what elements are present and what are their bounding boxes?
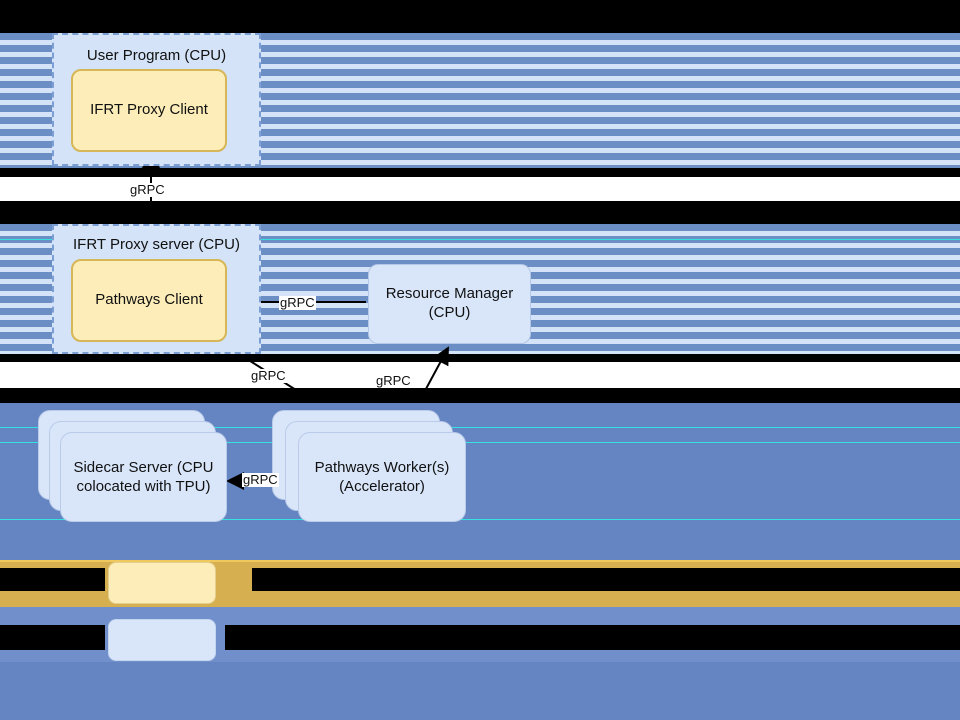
black-band-3 [0,354,960,362]
node-sidecar-server-stack[interactable]: Sidecar Server (CPU colocated with TPU) [38,410,228,522]
edge-label-sidecar-to-pathways-client: gRPC [250,368,287,384]
edge-label-worker-to-rm: gRPC [375,373,412,389]
node-sidecar-server-line2: colocated with TPU) [76,478,211,495]
legend-swatch-yellow [108,562,216,604]
white-band-2 [0,362,960,388]
node-ifrt-proxy-client-label: IFRT Proxy Client [90,101,208,119]
node-pathways-workers-line1: Pathways Worker(s) [314,458,450,476]
black-band-2 [0,201,960,224]
node-resource-manager-line2: (CPU) [428,304,471,321]
node-resource-manager[interactable]: Resource Manager (CPU) [368,264,531,344]
node-pathways-workers-line2: (Accelerator) [339,478,425,495]
group-ifrt-proxy-server-title: IFRT Proxy server (CPU) [73,236,240,253]
node-pathways-workers-stack[interactable]: Pathways Worker(s) (Accelerator) [272,410,467,522]
black-band-top [0,0,960,33]
black-band-4 [0,388,960,403]
black-band-1 [0,168,960,177]
legend-swatch-blue [108,619,216,661]
node-sidecar-server[interactable]: Sidecar Server (CPU colocated with TPU) [60,432,227,522]
legend-text-mask-blue [0,625,105,650]
group-user-program-title: User Program (CPU) [86,47,227,64]
node-pathways-client-label: Pathways Client [95,291,203,309]
edge-label-sidecar-worker: gRPC [242,472,279,488]
node-ifrt-proxy-client[interactable]: IFRT Proxy Client [71,69,227,152]
group-user-program[interactable]: User Program (CPU) IFRT Proxy Client [52,33,261,166]
edge-label-server-to-client: gRPC [129,182,166,198]
node-pathways-workers[interactable]: Pathways Worker(s) (Accelerator) [298,432,466,522]
node-sidecar-server-line1: Sidecar Server (CPU [73,458,214,476]
node-resource-manager-line1: Resource Manager [385,285,514,303]
node-pathways-client[interactable]: Pathways Client [71,259,227,342]
edge-label-rm-to-pathways-client: gRPC [279,295,316,311]
group-ifrt-proxy-server[interactable]: IFRT Proxy server (CPU) Pathways Client [52,224,261,354]
legend-text-mask-yellow [0,568,105,591]
legend-label-mask-blue [225,625,960,650]
bottom-background [0,662,960,720]
legend-label-mask-yellow [252,568,960,591]
